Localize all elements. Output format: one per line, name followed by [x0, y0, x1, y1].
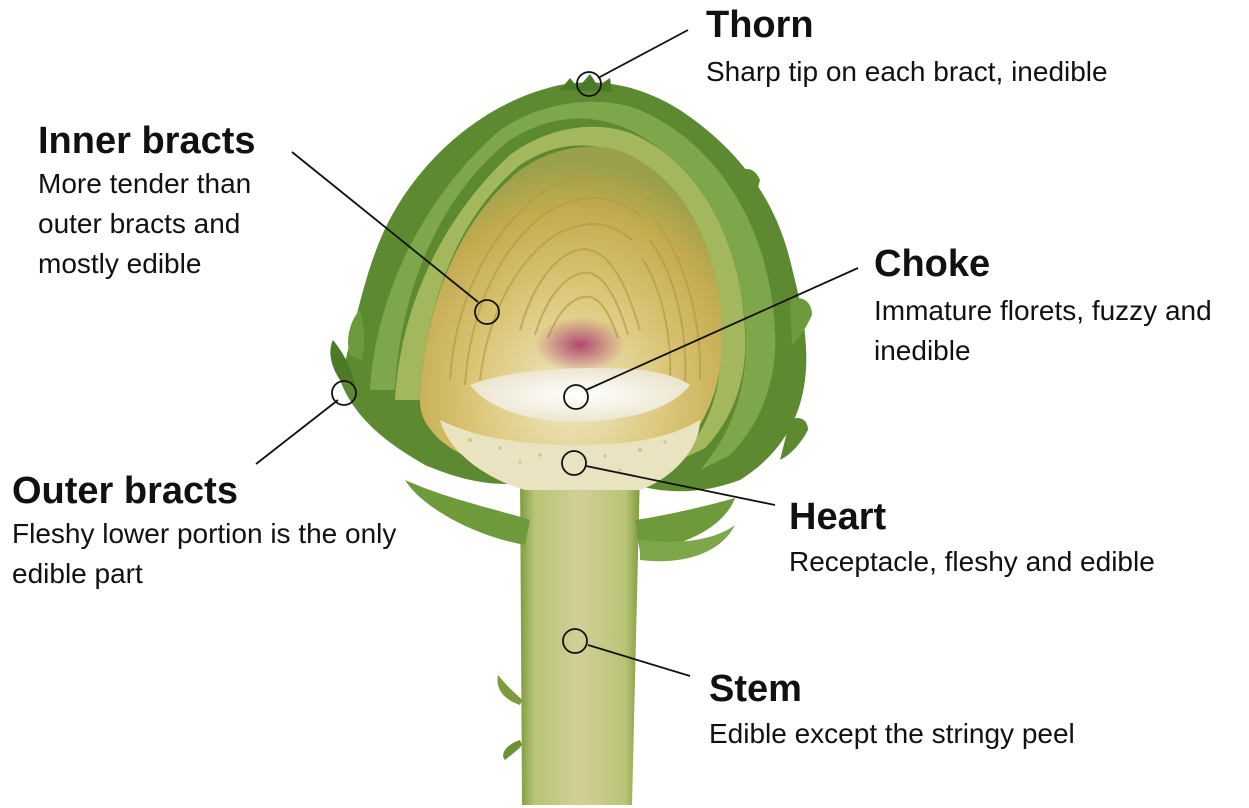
lower-bract-left	[405, 480, 530, 545]
outer-bracts-leader	[256, 400, 338, 464]
outer-bracts-title: Outer bracts	[12, 470, 412, 512]
stem-title: Stem	[709, 668, 1075, 710]
inner-bracts-label: Inner bracts More tender than outer brac…	[38, 120, 308, 284]
stem-description: Edible except the stringy peel	[709, 714, 1075, 754]
outer-bracts-description: Fleshy lower portion is the only edible …	[12, 514, 412, 594]
thorn-title: Thorn	[706, 4, 1108, 46]
choke-description: Immature florets, fuzzy and inedible	[874, 291, 1244, 371]
thorn-label: Thorn Sharp tip on each bract, inedible	[706, 4, 1108, 92]
stem-label: Stem Edible except the stringy peel	[709, 668, 1075, 754]
stem-shoot	[497, 675, 522, 705]
outer-bracts-label: Outer bracts Fleshy lower portion is the…	[12, 470, 412, 594]
inner-bracts-title: Inner bracts	[38, 120, 308, 162]
stem-shape	[520, 470, 640, 805]
choke-label: Choke Immature florets, fuzzy and inedib…	[874, 243, 1244, 371]
choke-title: Choke	[874, 243, 1244, 285]
inner-bracts-description: More tender than outer bracts and mostly…	[38, 164, 308, 284]
thorn-leader	[598, 30, 688, 78]
thorn-description: Sharp tip on each bract, inedible	[706, 52, 1108, 92]
top-thorns	[560, 74, 612, 92]
choke-tint	[535, 317, 625, 373]
heart-label: Heart Receptacle, fleshy and edible	[789, 496, 1155, 582]
heart-title: Heart	[789, 496, 1155, 538]
heart-description: Receptacle, fleshy and edible	[789, 542, 1155, 582]
